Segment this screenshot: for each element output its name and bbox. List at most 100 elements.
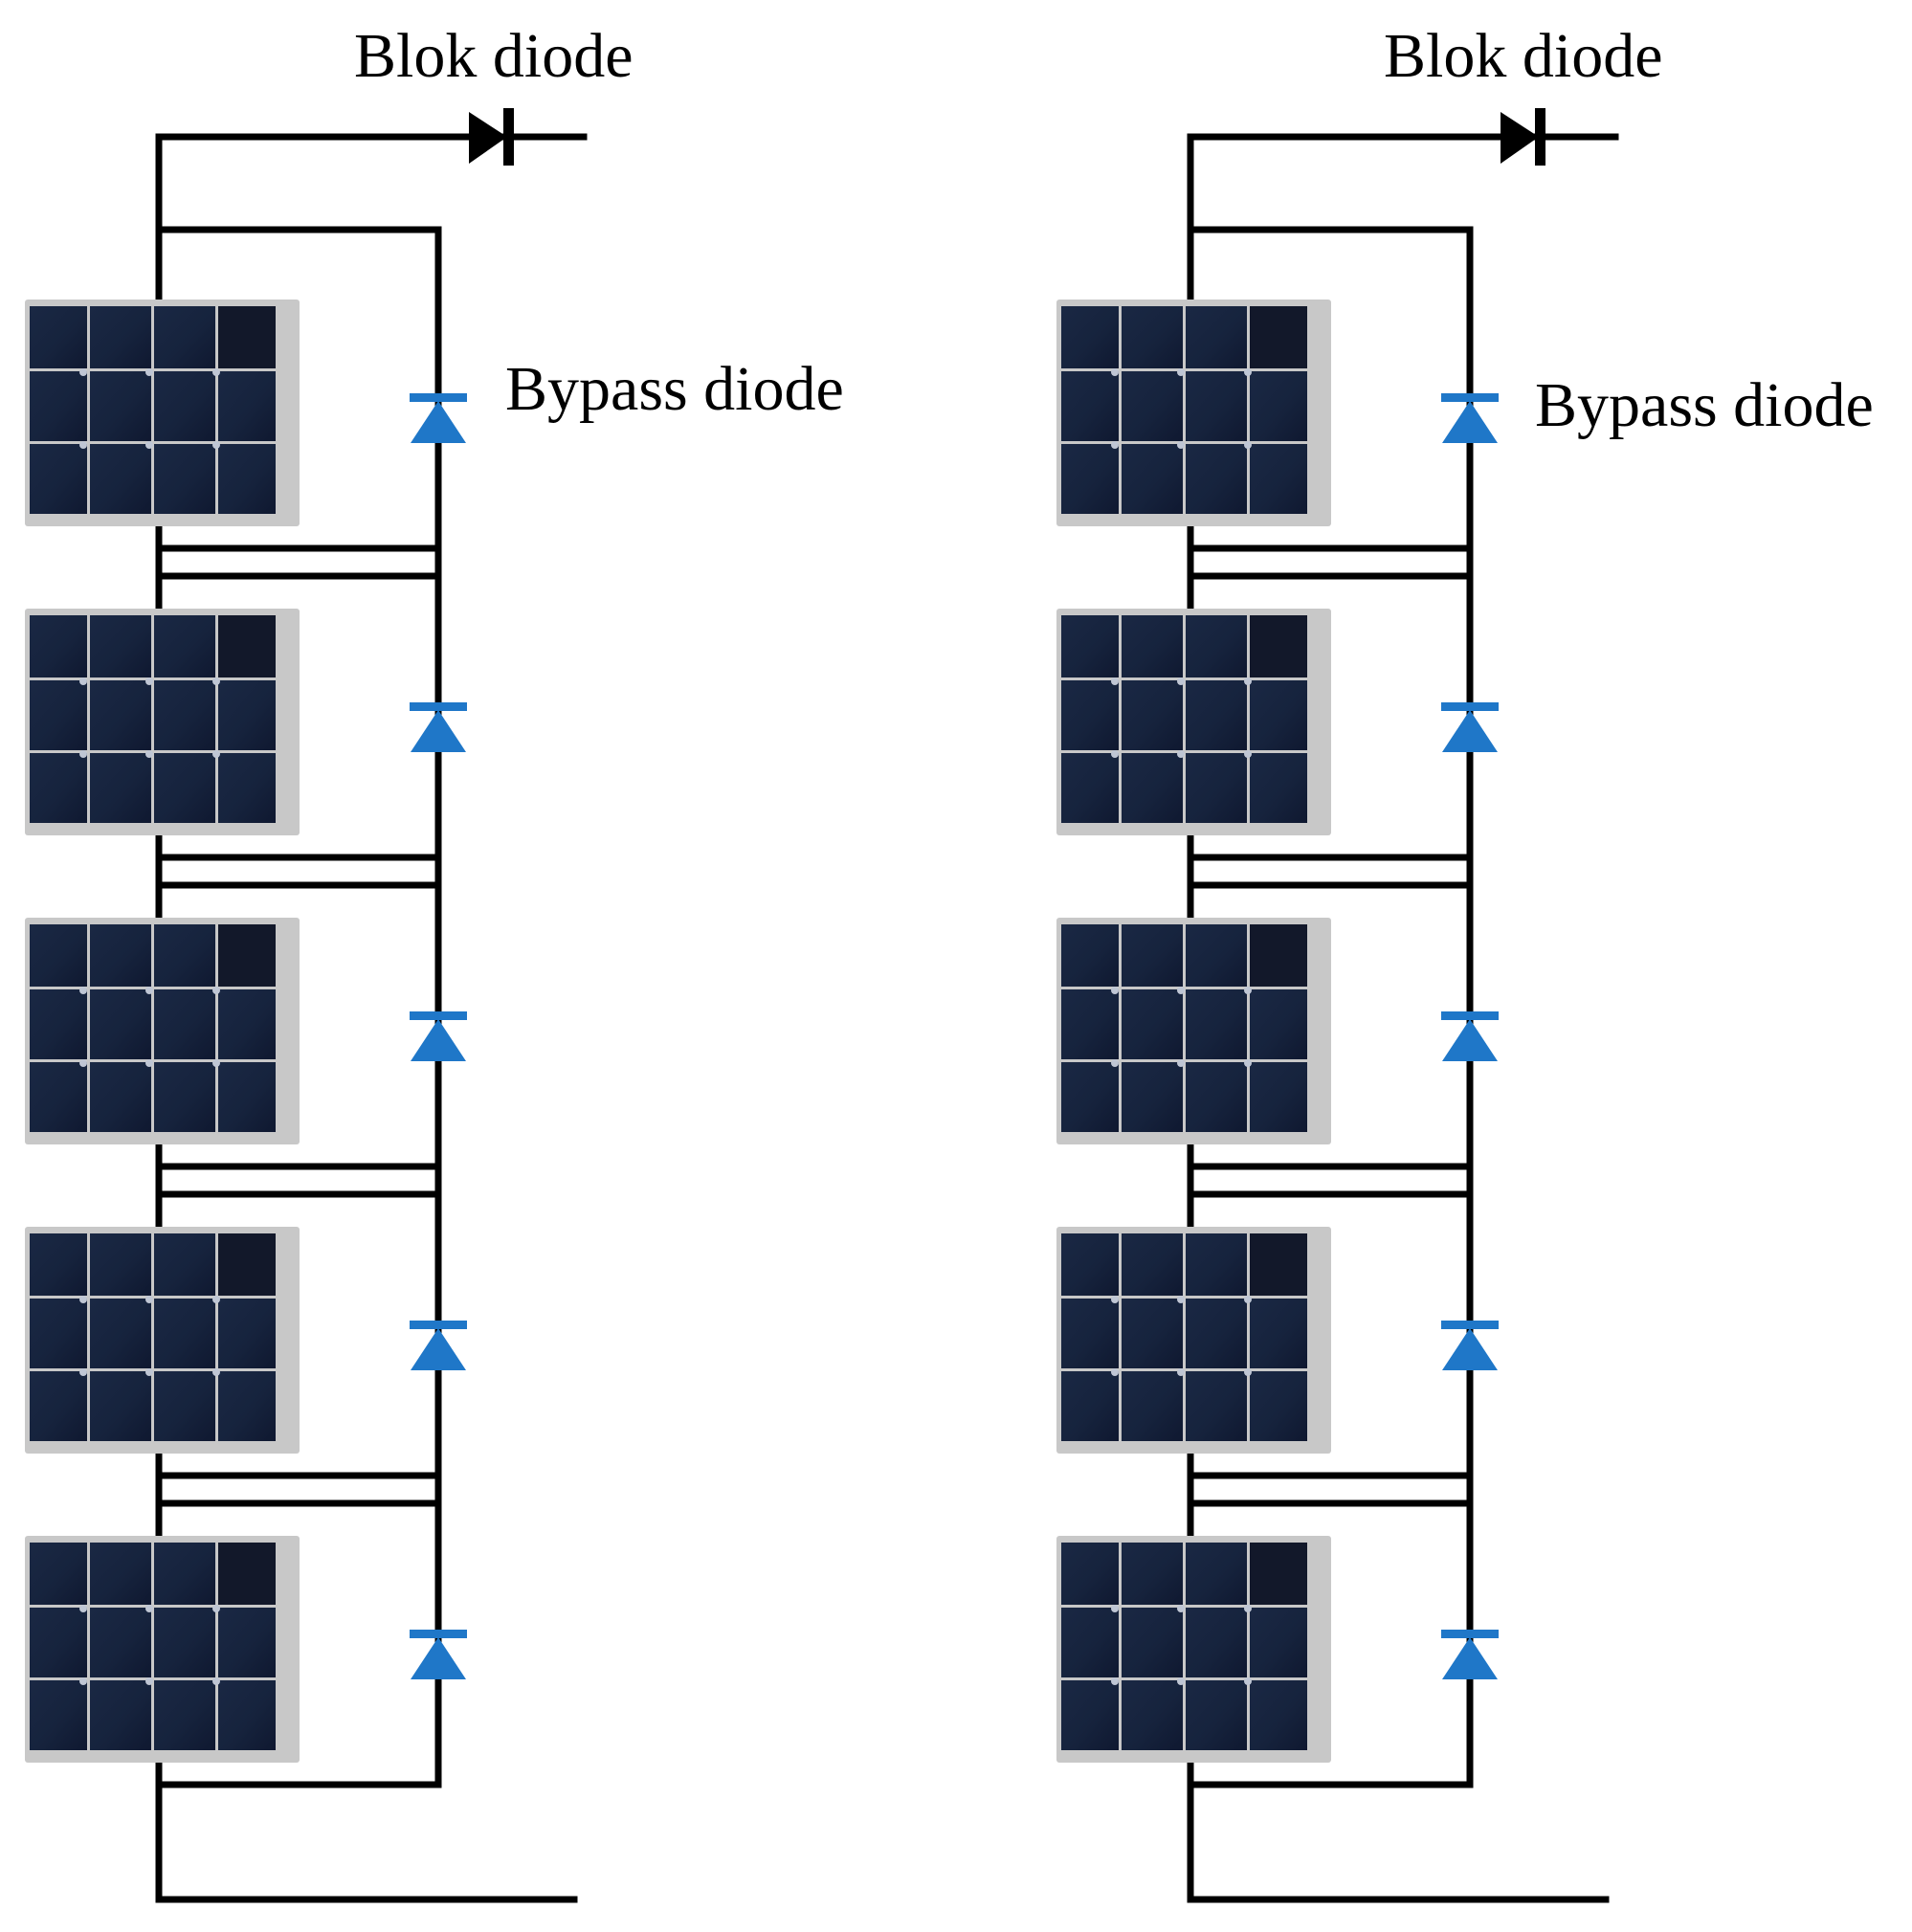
panel-cell [1250,1543,1307,1605]
panel-cell [1250,1233,1307,1296]
cell-joint [1177,1059,1185,1067]
panel-cell [1122,1062,1183,1132]
panel-cell [90,1299,151,1368]
solar-panel [25,609,300,835]
cell-joint [212,1677,220,1685]
cell-joint [1111,987,1119,994]
panel-cell [30,1371,87,1441]
panel-cell [218,753,276,823]
cell-joint [212,441,220,449]
panel-cell [218,1233,276,1296]
panel-cell [1250,924,1307,987]
panel-cell [154,924,215,987]
cell-joint [212,750,220,758]
panel-cell [1061,444,1119,514]
panel-cell [1122,1543,1183,1605]
blocking-diode-bar [1535,108,1545,166]
panel-cell [1122,989,1183,1059]
panel-cell [1186,1543,1247,1605]
blocking-diode-icon [1501,112,1539,164]
cell-joint [1177,750,1185,758]
blocking-diode-label: Blok diode [354,21,634,91]
panel-cell [30,989,87,1059]
panel-cell [218,444,276,514]
cell-joint [1177,441,1185,449]
bypass-diode-bar [410,702,467,711]
bypass-diode-bar [410,1011,467,1020]
panel-cell [218,615,276,677]
panel-cell [1250,989,1307,1059]
panel-cell [30,1062,87,1132]
bypass-diode-icon [1442,1637,1498,1679]
cell-joint [145,441,153,449]
cell-joint [1244,987,1252,994]
panel-cell [90,989,151,1059]
panel-cell [154,753,215,823]
panel-cell [90,924,151,987]
panel-cell [90,444,151,514]
solar-panel [25,1227,300,1454]
bypass-diode-bar [1441,702,1499,711]
cell-joint [1111,677,1119,685]
cell-joint [1177,1296,1185,1303]
panel-cell [90,1680,151,1750]
cell-joint [1111,750,1119,758]
panel-cell [30,924,87,987]
panel-cell [1186,444,1247,514]
panel-cell [1186,753,1247,823]
cell-joint [145,1368,153,1376]
cell-joint [79,987,87,994]
panel-cell [154,1543,215,1605]
cell-joint [1244,677,1252,685]
panel-cell [1122,615,1183,677]
cell-joint [212,1605,220,1612]
panel-cell [1061,1371,1119,1441]
cell-joint [1111,441,1119,449]
panel-cell [1186,1608,1247,1677]
bypass-diode-icon [411,401,466,443]
panel-cell [218,1371,276,1441]
panel-cell [90,1233,151,1296]
cell-joint [79,368,87,376]
panel-cell [218,1608,276,1677]
solar-panel [1056,609,1331,835]
cell-joint [1244,1677,1252,1685]
panel-cell [1122,924,1183,987]
panel-cell [1250,1299,1307,1368]
cell-joint [1244,441,1252,449]
cell-joint [79,441,87,449]
cell-joint [79,1605,87,1612]
panel-cell [1250,1608,1307,1677]
panel-cell [1250,753,1307,823]
cell-joint [145,987,153,994]
bypass-diode-bar [1441,1011,1499,1020]
cell-joint [1244,750,1252,758]
panel-cell [154,615,215,677]
cell-joint [79,1059,87,1067]
cell-joint [1111,1296,1119,1303]
cell-joint [1244,368,1252,376]
bypass-diode-icon [1442,401,1498,443]
cell-joint [79,1677,87,1685]
cell-joint [1177,1368,1185,1376]
solar-panel [25,1536,300,1763]
solar-panel [1056,918,1331,1144]
blocking-diode-icon [469,112,507,164]
panel-cell [1250,615,1307,677]
cell-joint [1111,1677,1119,1685]
panel-cell [1186,1371,1247,1441]
cell-joint [1111,1605,1119,1612]
panel-cell [1250,1062,1307,1132]
cell-joint [79,1296,87,1303]
cell-joint [1111,1059,1119,1067]
panel-cell [90,1371,151,1441]
cell-joint [145,1296,153,1303]
bypass-diode-label: Bypass diode [505,354,844,424]
panel-cell [1250,1371,1307,1441]
panel-cell [154,371,215,441]
panel-cell [30,680,87,750]
solar-panel [25,300,300,526]
panel-cell [30,753,87,823]
panel-cell [30,1680,87,1750]
panel-cell [154,1233,215,1296]
